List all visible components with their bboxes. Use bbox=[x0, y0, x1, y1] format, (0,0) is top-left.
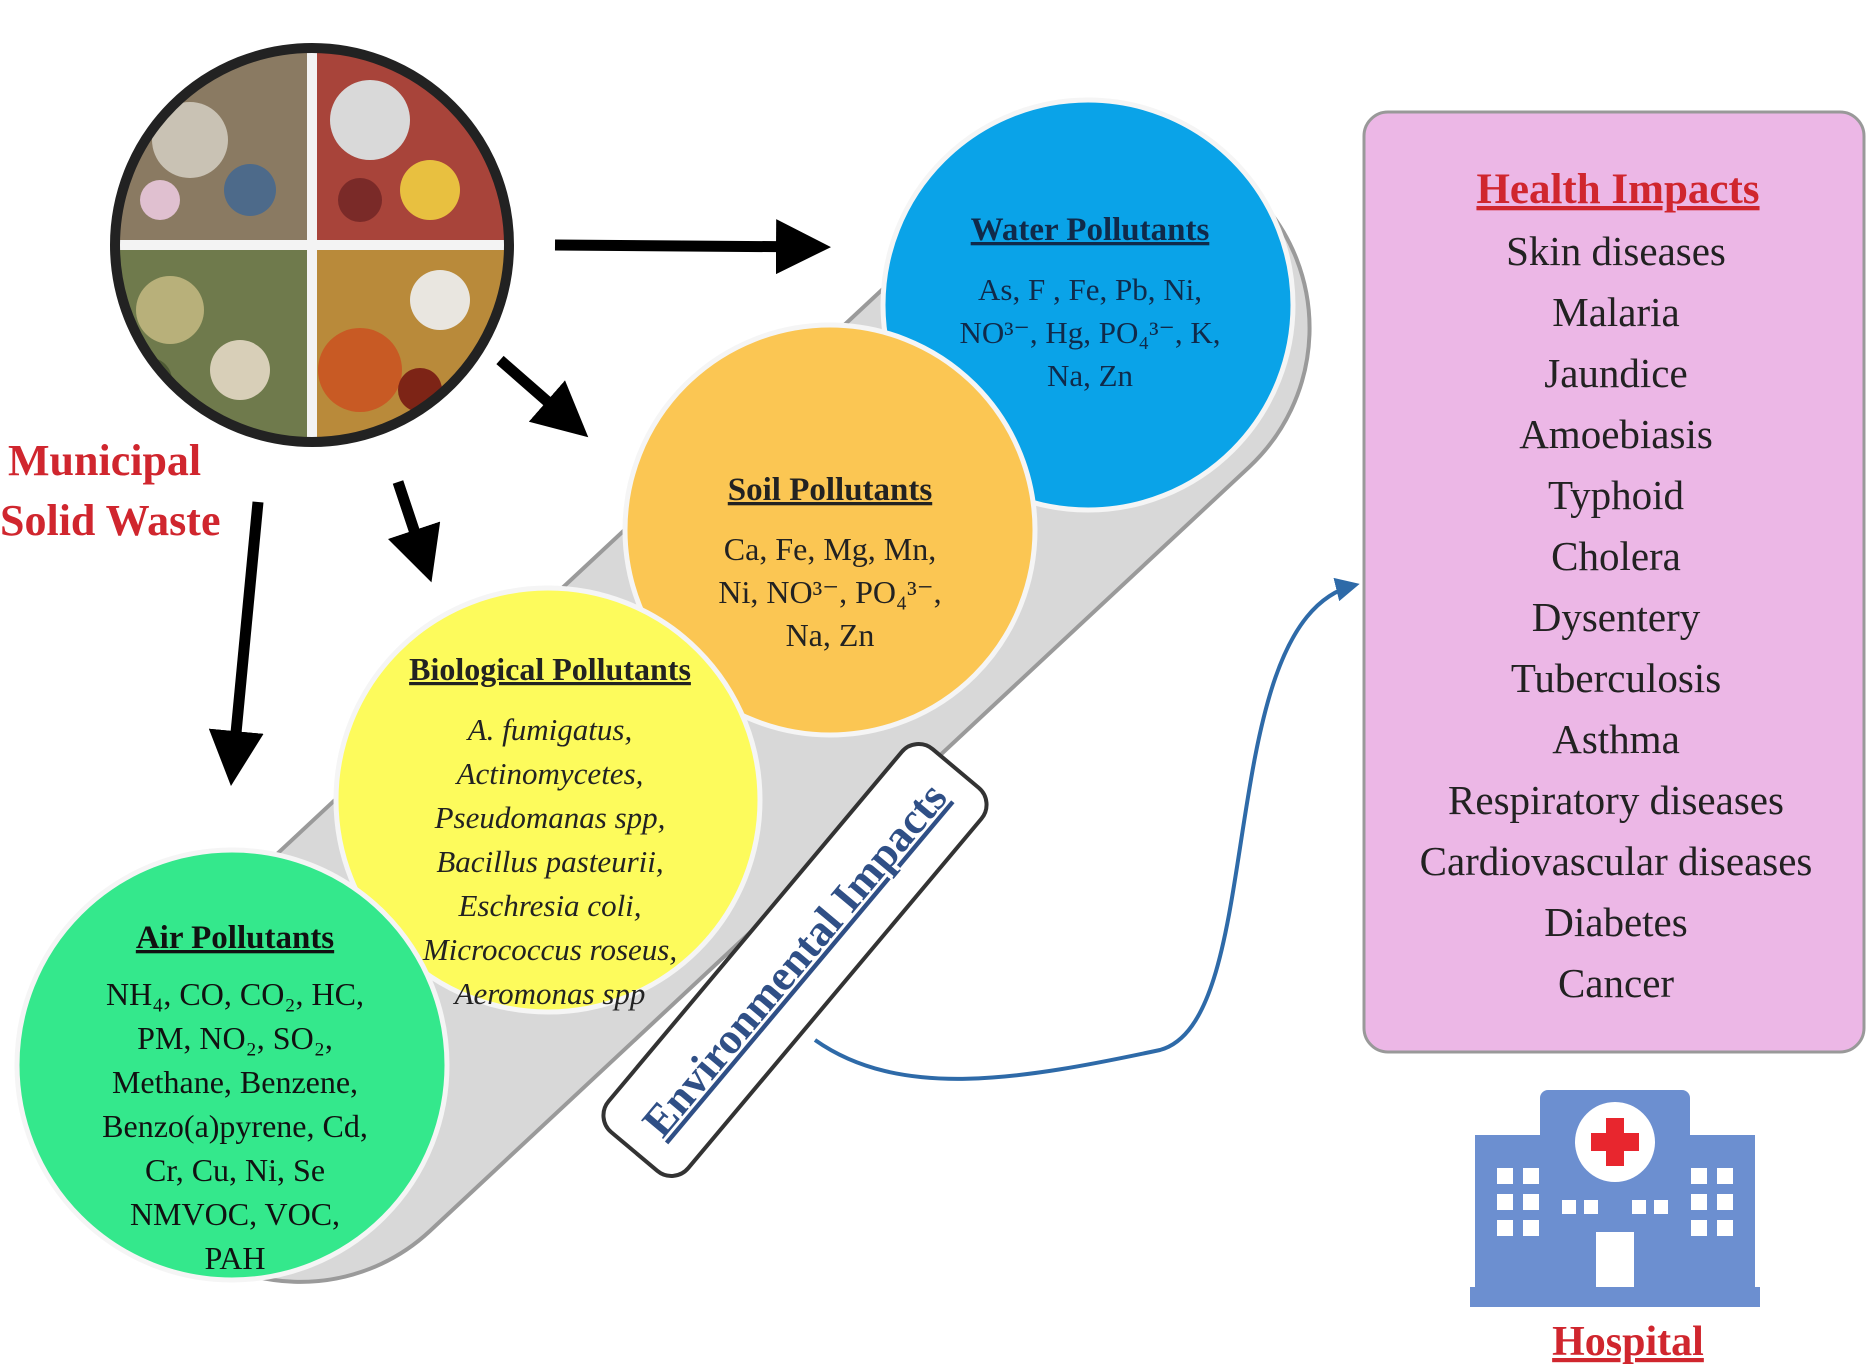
source-label: Municipal Solid Waste bbox=[0, 436, 220, 545]
health-item-4: Amoebiasis bbox=[1519, 411, 1713, 457]
source-label-line-1: Municipal bbox=[8, 436, 201, 485]
soil-line-2: Ni, NO³⁻, PO₄³⁻, bbox=[718, 574, 941, 610]
arrow-to-water bbox=[554, 219, 831, 275]
hospital-icon bbox=[1470, 1090, 1760, 1307]
air-line-1: NH₄, CO, CO₂, HC, bbox=[106, 976, 364, 1012]
water-line-2: NO³⁻, Hg, PO₄³⁻, K, bbox=[959, 315, 1220, 350]
health-item-6: Cholera bbox=[1551, 533, 1681, 579]
air-line-6: NMVOC, VOC, bbox=[130, 1196, 340, 1232]
health-item-12: Diabetes bbox=[1544, 899, 1687, 945]
soil-line-3: Na, Zn bbox=[786, 617, 875, 653]
health-item-11: Cardiovascular diseases bbox=[1420, 838, 1813, 884]
health-impacts-panel: Health Impacts Skin diseases Malaria Jau… bbox=[1362, 110, 1866, 1054]
health-item-13: Cancer bbox=[1558, 960, 1674, 1006]
arrow-to-soil bbox=[496, 355, 589, 438]
health-item-2: Malaria bbox=[1552, 289, 1679, 335]
air-title: Air Pollutants bbox=[136, 920, 334, 956]
air-line-5: Cr, Cu, Ni, Se bbox=[145, 1152, 325, 1188]
air-line-4: Benzo(a)pyrene, Cd, bbox=[102, 1108, 368, 1144]
bio-line-3: Pseudomanas spp, bbox=[434, 800, 666, 835]
air-line-7: PAH bbox=[204, 1240, 265, 1276]
bio-line-6: Micrococcus roseus, bbox=[422, 932, 677, 967]
source-arrows bbox=[208, 219, 831, 786]
env-to-health-connector bbox=[813, 577, 1360, 1081]
soil-line-1: Ca, Fe, Mg, Mn, bbox=[724, 531, 936, 567]
bio-line-1: A. fumigatus, bbox=[466, 712, 632, 747]
soil-pollutants-circle: Soil Pollutants Ca, Fe, Mg, Mn, Ni, NO³⁻… bbox=[622, 322, 1038, 738]
health-title: Health Impacts bbox=[1476, 166, 1759, 213]
bio-line-7: Aeromonas spp bbox=[453, 976, 646, 1011]
health-item-8: Tuberculosis bbox=[1511, 655, 1721, 701]
health-item-7: Dysentery bbox=[1532, 594, 1701, 640]
health-item-5: Typhoid bbox=[1548, 472, 1684, 518]
health-item-3: Jaundice bbox=[1544, 350, 1687, 396]
municipal-waste-photo bbox=[110, 43, 514, 447]
bio-line-4: Bacillus pasteurii, bbox=[436, 844, 663, 879]
arrow-to-air bbox=[208, 501, 264, 786]
bio-line-5: Eschresia coli, bbox=[457, 888, 641, 923]
hospital-label: Hospital bbox=[1552, 1319, 1704, 1365]
bio-title: Biological Pollutants bbox=[409, 651, 691, 687]
air-line-3: Methane, Benzene, bbox=[112, 1064, 358, 1100]
water-line-3: Na, Zn bbox=[1047, 358, 1134, 393]
water-line-1: As, F , Fe, Pb, Ni, bbox=[978, 272, 1202, 307]
biological-pollutants-circle: Biological Pollutants A. fumigatus, Acti… bbox=[333, 585, 763, 1015]
source-label-line-2: Solid Waste bbox=[0, 496, 220, 545]
health-item-1: Skin diseases bbox=[1506, 228, 1726, 274]
arrow-to-biological bbox=[387, 480, 441, 583]
health-item-10: Respiratory diseases bbox=[1448, 777, 1784, 823]
air-pollutants-circle: Air Pollutants NH₄, CO, CO₂, HC, PM, NO₂… bbox=[14, 847, 450, 1283]
soil-title: Soil Pollutants bbox=[728, 472, 933, 508]
bio-line-2: Actinomycetes, bbox=[455, 756, 644, 791]
water-title: Water Pollutants bbox=[971, 212, 1210, 248]
health-item-9: Asthma bbox=[1552, 716, 1680, 762]
air-line-2: PM, NO₂, SO₂, bbox=[137, 1020, 333, 1056]
